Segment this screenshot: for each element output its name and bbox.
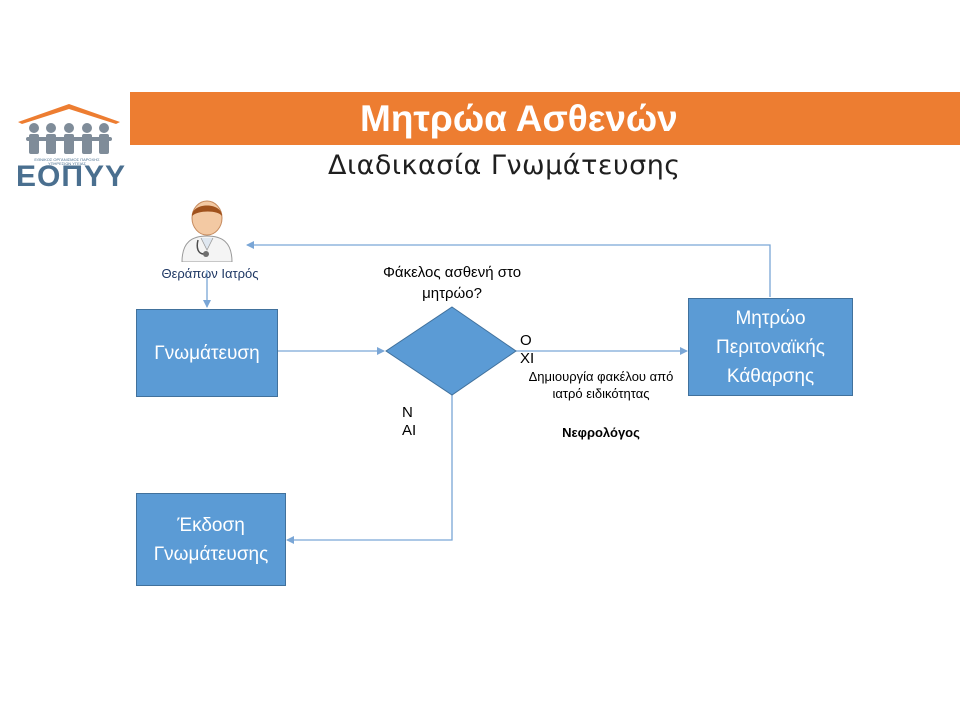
decision-question: Φάκελος ασθενή στο μητρώο? (382, 264, 522, 302)
logo-text: ΕΟΠΥΥ (16, 160, 127, 193)
logo-tagline: ΕΘΝΙΚΟΣ ΟΡΓΑΝΙΣΜΟΣ ΠΑΡΟΧΗΣ ΥΠΗΡΕΣΙΩΝ ΥΓΕ… (34, 157, 100, 166)
issue-opinion-box-label: Έκδοση Γνωμάτευσης (153, 514, 269, 565)
page-title: Μητρώα Ασθενών (360, 98, 678, 139)
registry-box[interactable]: Μητρώο Περιτοναϊκής Κάθαρσης (688, 298, 853, 396)
create-file-note: Δημιουργία φακέλου από ιατρό ειδικότητας (528, 369, 674, 401)
issue-opinion-box[interactable]: Έκδοση Γνωμάτευσης (136, 493, 286, 586)
arrow-yes-to-issue (286, 395, 453, 544)
title-banner: Μητρώα Ασθενών (130, 92, 960, 145)
decision-diamond (385, 306, 517, 396)
registry-box-label: Μητρώο Περιτοναϊκής Κάθαρσης (716, 307, 825, 387)
doctor-icon (176, 196, 238, 263)
opinion-box-label: Γνωμάτευση (154, 342, 260, 364)
opinion-box[interactable]: Γνωμάτευση (136, 309, 278, 397)
page-subtitle: Διαδικασία Γνωμάτευσης (328, 150, 681, 181)
eopyy-logo: ΕΘΝΙΚΟΣ ΟΡΓΑΝΙΣΜΟΣ ΠΑΡΟΧΗΣ ΥΠΗΡΕΣΙΩΝ ΥΓΕ… (16, 100, 127, 200)
specialist-label: Νεφρολόγος (562, 425, 640, 440)
doctor-label: Θεράπων Ιατρός (161, 266, 259, 281)
arrow-registry-to-doctor (246, 241, 771, 297)
branch-no-label: ΟΧΙ (520, 332, 535, 367)
branch-yes-label: ΝΑΙ (402, 404, 417, 439)
logo-house-icon (18, 104, 120, 154)
